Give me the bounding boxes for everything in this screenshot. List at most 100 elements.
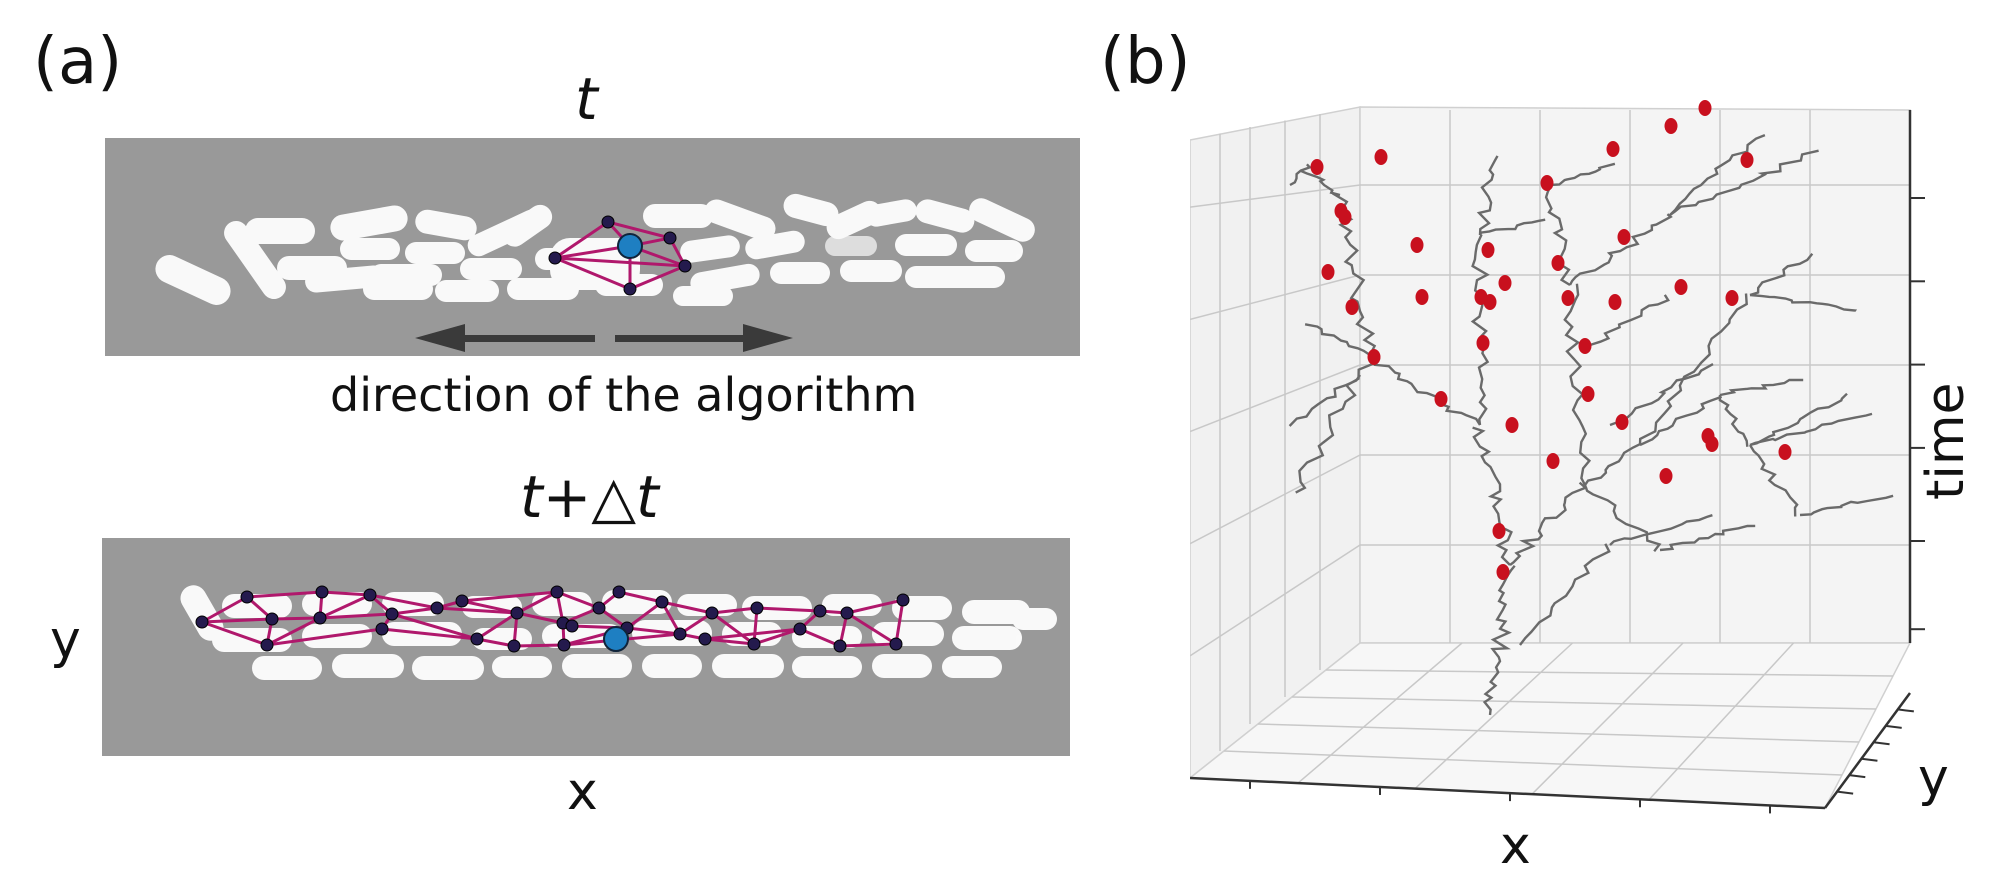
mesh-node [592, 601, 606, 615]
tick [1849, 774, 1866, 779]
trajectory-marker [1725, 290, 1739, 306]
trajectory-marker [1551, 255, 1565, 271]
y-axis-label-a: y [50, 610, 81, 670]
y-axis-label-b: y [1918, 748, 1949, 808]
trajectory [1749, 252, 1814, 297]
direction-caption: direction of the algorithm [330, 368, 918, 422]
x-axis-label-a: x [567, 762, 598, 822]
tick [1873, 741, 1890, 746]
mesh-node [698, 632, 712, 646]
trajectory [1719, 378, 1804, 397]
trajectory-marker [1367, 349, 1381, 365]
mesh-edge [753, 627, 801, 646]
mesh-edge [516, 611, 564, 625]
mesh-node [313, 611, 327, 625]
trajectory [1482, 565, 1516, 716]
mesh-edge [391, 612, 478, 641]
trajectories [1288, 133, 1894, 716]
trajectory [1638, 293, 1748, 446]
trajectory [1304, 323, 1371, 357]
trajectory [1476, 155, 1499, 236]
mesh-node [840, 606, 854, 620]
mesh-node [793, 622, 807, 636]
mesh-edge [711, 611, 755, 646]
trajectory [1300, 169, 1341, 197]
back-pane [1359, 106, 1911, 644]
mesh-edge [661, 600, 713, 615]
trajectory-marker [1434, 391, 1448, 407]
trajectory [1659, 524, 1756, 552]
tick [1837, 790, 1854, 795]
plot-3d-svg [1190, 100, 1925, 814]
trajectory [1470, 234, 1490, 426]
tick [1897, 708, 1914, 713]
tick [1861, 757, 1878, 762]
trajectory [1669, 133, 1766, 216]
mesh-edge [556, 590, 600, 610]
mesh-edge [476, 611, 518, 641]
mesh-node [470, 632, 484, 646]
trajectory-marker [1578, 338, 1592, 354]
mesh-edge [461, 599, 518, 615]
grid-line [1291, 696, 1877, 710]
mesh-edge [704, 637, 755, 646]
mesh-edge [266, 616, 321, 647]
mesh-edge [626, 626, 681, 636]
trajectory-marker [1561, 290, 1575, 306]
trajectory [1718, 394, 1749, 447]
mesh-edge [436, 606, 518, 615]
mesh-edge [201, 617, 273, 624]
mesh-edge [271, 616, 321, 621]
mesh-edge [626, 600, 663, 630]
grid-line [1190, 454, 1361, 545]
trajectory-marker [1496, 564, 1510, 580]
trajectory [1669, 149, 1819, 216]
mesh-edge [201, 595, 248, 624]
mesh-node [896, 593, 910, 607]
mesh-edge [516, 590, 558, 615]
z-axis-label-b: time [1916, 382, 1976, 500]
mesh-node [385, 607, 399, 621]
trajectory-marker [1410, 237, 1424, 253]
mesh-edge [894, 599, 905, 645]
trajectory-marker [1664, 118, 1678, 134]
mesh-node [375, 622, 389, 636]
trajectory [1639, 395, 1723, 447]
grid-line [1531, 642, 1684, 795]
grid-line [1190, 544, 1361, 657]
mesh-node [655, 595, 669, 609]
mesh-node [750, 601, 764, 615]
mesh-edge [266, 627, 383, 647]
mesh-node [195, 615, 209, 629]
mesh-node [507, 639, 521, 653]
mesh-edge [839, 642, 897, 648]
mesh-edge [321, 590, 371, 597]
trajectory [1748, 444, 1799, 517]
trajectory [1583, 484, 1662, 553]
trajectory-marker [1321, 264, 1335, 280]
mesh-node [565, 619, 579, 633]
trajectory-marker [1415, 289, 1429, 305]
trajectory-marker [1374, 149, 1388, 165]
cell-image-bottom [102, 538, 1070, 756]
axis-ticks [1249, 197, 1925, 814]
mesh-edge [319, 593, 371, 620]
trajectory [1749, 293, 1858, 312]
mesh-edge [711, 606, 758, 615]
cell-image-bottom-graphic [180, 585, 1057, 680]
x-axis-label-b: x [1500, 816, 1531, 876]
trajectory-marker [1310, 159, 1324, 175]
grid-line [1190, 274, 1361, 321]
cell-image-top-graphic [155, 193, 1035, 306]
grid-lines [1190, 110, 1910, 801]
mesh-edge [319, 612, 393, 620]
trajectory-marker [1740, 152, 1754, 168]
mesh-edge [513, 643, 565, 648]
mesh-node [510, 606, 524, 620]
trajectory-marker [1492, 523, 1506, 539]
mesh-nodes [195, 585, 910, 653]
panel-a-label: (a) [33, 25, 123, 99]
trajectory-marker [1674, 279, 1688, 295]
trajectory [1563, 283, 1592, 486]
grid-line [1325, 669, 1894, 677]
